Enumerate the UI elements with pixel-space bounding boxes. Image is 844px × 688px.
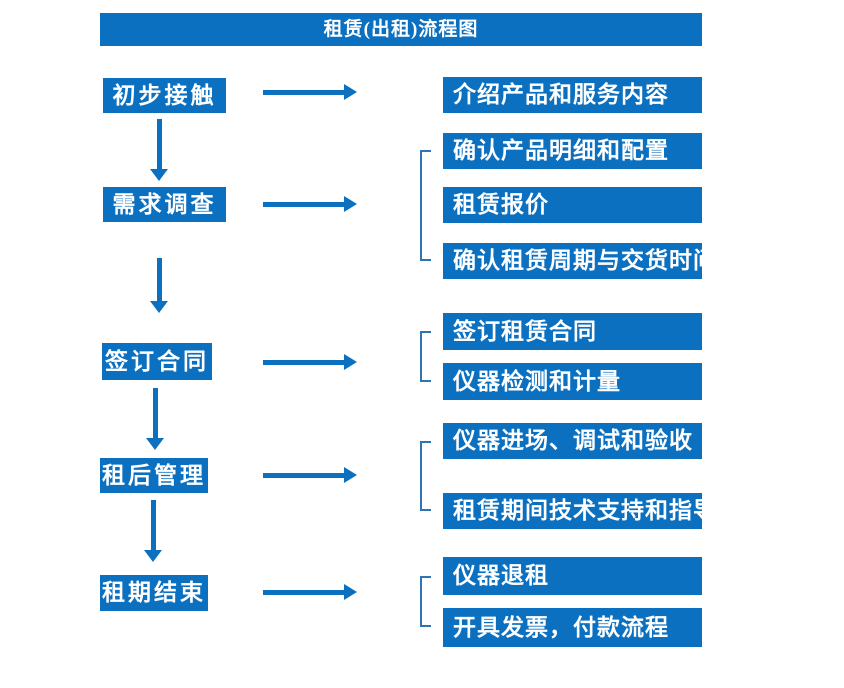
right-arrow-icon xyxy=(263,354,357,370)
down-arrow-icon xyxy=(150,119,168,181)
group-bracket xyxy=(420,441,431,511)
right-arrow-shaft xyxy=(263,89,345,95)
right-arrow-shaft xyxy=(263,359,345,365)
right-arrow-head xyxy=(344,584,357,600)
substep-confirm-product-details: 确认产品明细和配置 xyxy=(443,133,702,169)
substep-rental-quote: 租赁报价 xyxy=(443,187,702,223)
down-arrow-icon xyxy=(144,500,162,562)
group-bracket xyxy=(420,576,431,627)
down-arrow-icon xyxy=(150,258,168,313)
substep-technical-support: 租赁期间技术支持和指导 xyxy=(443,493,702,529)
substep-instrument-return: 仪器退租 xyxy=(443,557,702,595)
down-arrow-head xyxy=(150,301,168,313)
down-arrow-shaft xyxy=(152,388,158,438)
right-arrow-head xyxy=(344,467,357,483)
right-arrow-icon xyxy=(263,196,357,212)
substep-sign-rental-contract: 签订租赁合同 xyxy=(443,313,702,350)
right-arrow-shaft xyxy=(263,201,345,207)
group-bracket xyxy=(420,150,431,261)
substep-invoice-payment: 开具发票，付款流程 xyxy=(443,608,702,647)
step-rental-end: 租期结束 xyxy=(100,575,208,611)
group-bracket xyxy=(420,331,431,382)
step-post-rental-management: 租后管理 xyxy=(100,458,208,493)
right-arrow-head xyxy=(344,196,357,212)
step-initial-contact: 初步接触 xyxy=(103,78,226,113)
right-arrow-icon xyxy=(263,467,357,483)
down-arrow-icon xyxy=(146,388,164,450)
flowchart-title: 租赁(出租)流程图 xyxy=(100,13,702,46)
down-arrow-head xyxy=(150,169,168,181)
right-arrow-icon xyxy=(263,584,357,600)
substep-introduce-products: 介绍产品和服务内容 xyxy=(443,77,702,113)
right-arrow-head xyxy=(344,354,357,370)
down-arrow-head xyxy=(146,438,164,450)
step-demand-survey: 需求调查 xyxy=(103,187,226,222)
right-arrow-shaft xyxy=(263,472,345,478)
substep-instrument-setup-acceptance: 仪器进场、调试和验收 xyxy=(443,423,702,459)
down-arrow-shaft xyxy=(150,500,156,550)
right-arrow-head xyxy=(344,84,357,100)
down-arrow-shaft xyxy=(156,258,162,301)
substep-confirm-period-delivery: 确认租赁周期与交货时间 xyxy=(443,243,702,279)
down-arrow-head xyxy=(144,550,162,562)
substep-instrument-testing: 仪器检测和计量 xyxy=(443,363,702,400)
right-arrow-icon xyxy=(263,84,357,100)
right-arrow-shaft xyxy=(263,589,345,595)
down-arrow-shaft xyxy=(156,119,162,169)
step-sign-contract: 签订合同 xyxy=(102,343,212,380)
